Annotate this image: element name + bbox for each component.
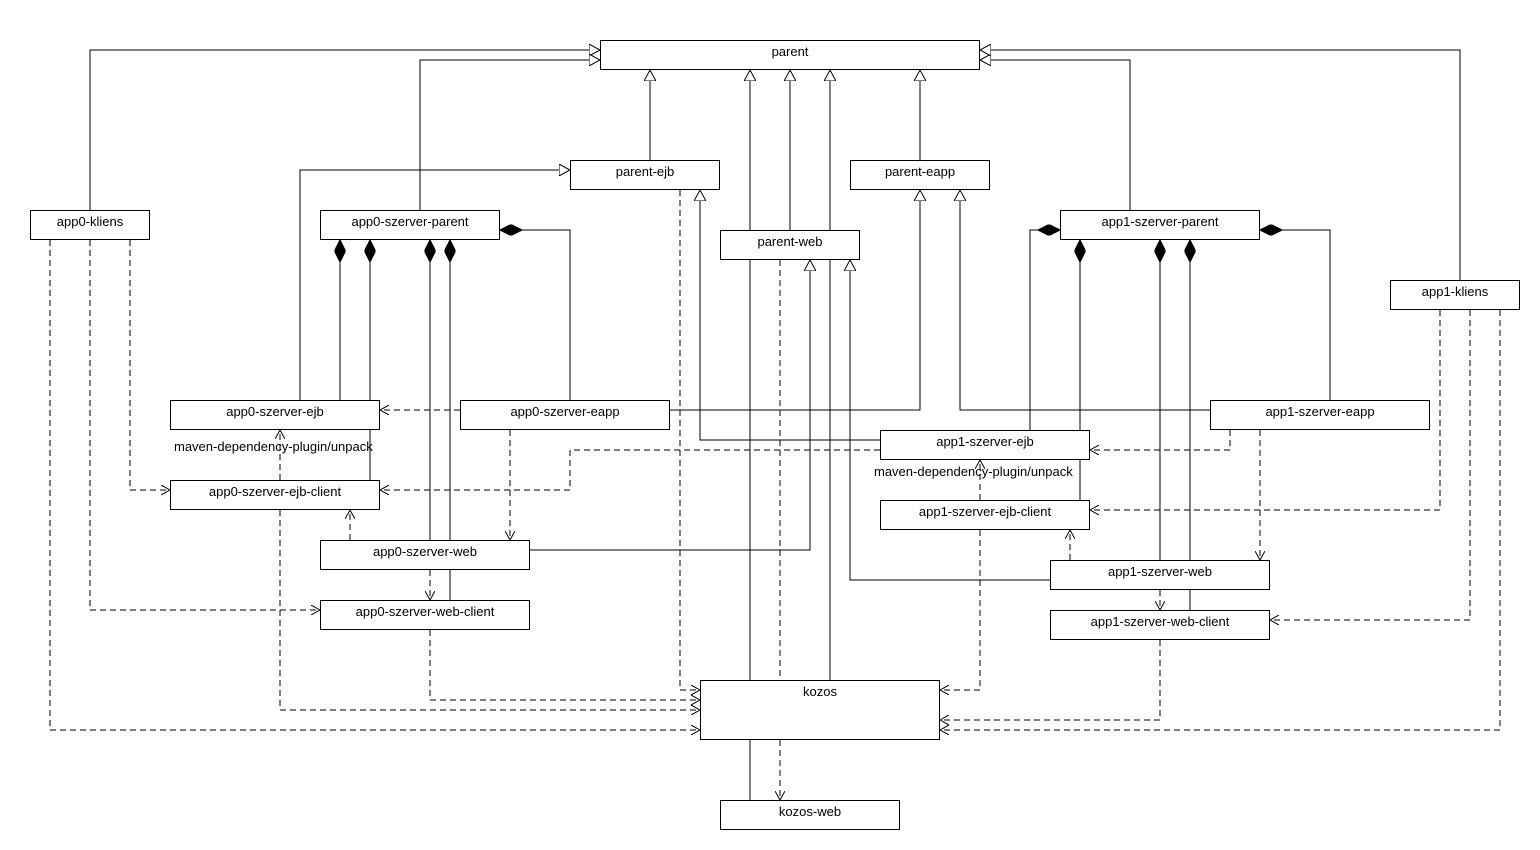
- edge-app1-kliens-dep-kozos: [940, 310, 1501, 730]
- edge-app0-szerver-eapp-to-parent-eapp: [670, 190, 920, 411]
- edge-app1-szerver-web-to-parent-web: [850, 260, 1050, 581]
- edge-app1-szerver-eapp-to-parent-eapp: [960, 190, 1210, 411]
- edge-app1-ejb-dep-app0-ejb-client: [380, 449, 880, 490]
- node-app1-kliens[interactable]: app1-kliens: [1390, 280, 1520, 310]
- node-label: app0-szerver-web: [372, 544, 478, 559]
- node-parent[interactable]: parent: [600, 40, 980, 70]
- edge-app0-kliens-dep-ejb-client: [129, 240, 170, 490]
- edge-app0-kliens-dep-kozos: [49, 240, 700, 730]
- node-parent-eapp[interactable]: parent-eapp: [850, 160, 990, 190]
- node-label: parent-web: [757, 234, 823, 249]
- edge-app0-ejb-client-dep-kozos: [279, 510, 700, 710]
- node-label: app0-szerver-ejb-client: [208, 484, 342, 499]
- edge-app0-kliens-to-parent: [89, 50, 600, 210]
- app0-unpack-note: maven-dependency-plugin/unpack: [174, 439, 373, 454]
- edge-parent-ejb-dep-kozos: [679, 190, 700, 690]
- node-label: parent-ejb: [615, 164, 675, 179]
- node-app0-szerver-web-client[interactable]: app0-szerver-web-client: [320, 600, 530, 630]
- node-app0-szerver-web[interactable]: app0-szerver-web: [320, 540, 530, 570]
- node-label: app1-szerver-eapp: [1265, 404, 1375, 419]
- node-label: app0-szerver-parent: [351, 214, 469, 229]
- node-app1-szerver-parent[interactable]: app1-szerver-parent: [1060, 210, 1260, 240]
- node-label: app1-kliens: [1421, 284, 1489, 299]
- node-label: app1-szerver-ejb: [936, 434, 1034, 449]
- node-app1-szerver-eapp[interactable]: app1-szerver-eapp: [1210, 400, 1430, 430]
- node-app0-szerver-ejb-client[interactable]: app0-szerver-ejb-client: [170, 480, 380, 510]
- edge-app1-kliens-dep-web-client: [1270, 310, 1471, 620]
- edge-app1-kliens-dep-ejb-client: [1090, 310, 1441, 510]
- node-app1-szerver-ejb-client[interactable]: app1-szerver-ejb-client: [880, 500, 1090, 530]
- node-app0-szerver-parent[interactable]: app0-szerver-parent: [320, 210, 500, 240]
- node-app1-szerver-web-client[interactable]: app1-szerver-web-client: [1050, 610, 1270, 640]
- edge-app0-szerver-web-to-parent-web: [530, 260, 810, 551]
- node-label: app1-szerver-web-client: [1090, 614, 1230, 629]
- node-label: app1-szerver-parent: [1101, 214, 1219, 229]
- node-app0-kliens[interactable]: app0-kliens: [30, 210, 150, 240]
- edge-app1-szerver-ejb-to-parent-ejb: [700, 190, 880, 441]
- node-label: kozos-web: [778, 804, 842, 819]
- edge-app0-kliens-dep-web-client: [89, 240, 320, 610]
- node-kozos[interactable]: kozos: [700, 680, 940, 740]
- node-label: app0-szerver-web-client: [355, 604, 495, 619]
- edge-app1-web-client-dep-kozos: [940, 640, 1161, 720]
- node-app0-szerver-ejb[interactable]: app0-szerver-ejb: [170, 400, 380, 430]
- node-label: app1-szerver-web: [1107, 564, 1213, 579]
- node-app1-szerver-ejb[interactable]: app1-szerver-ejb: [880, 430, 1090, 460]
- edge-app1-ejb-client-dep-kozos: [940, 530, 981, 690]
- node-label: app0-szerver-eapp: [510, 404, 620, 419]
- node-label: app1-szerver-ejb-client: [918, 504, 1052, 519]
- node-label: parent-eapp: [884, 164, 956, 179]
- edge-app1-eapp-dep-ejb: [1090, 430, 1231, 450]
- edge-app0-szerver-ejb-to-parent-ejb: [299, 170, 570, 400]
- node-label: app0-szerver-ejb: [226, 404, 324, 419]
- node-label: kozos: [803, 684, 837, 699]
- app1-unpack-note: maven-dependency-plugin/unpack: [874, 464, 1073, 479]
- edge-app1-parent-has-ejb: [1029, 230, 1060, 430]
- edge-app1-szerver-parent-to-parent: [980, 60, 1131, 210]
- edge-app1-parent-has-eapp: [1260, 230, 1331, 400]
- node-label: parent: [771, 44, 809, 59]
- edge-app1-kliens-to-parent: [980, 50, 1461, 280]
- edge-app0-parent-has-eapp: [500, 230, 571, 400]
- node-app1-szerver-web[interactable]: app1-szerver-web: [1050, 560, 1270, 590]
- edge-app0-web-client-dep-kozos: [429, 630, 700, 700]
- node-label: app0-kliens: [56, 214, 124, 229]
- node-parent-web[interactable]: parent-web: [720, 230, 860, 260]
- edge-app0-szerver-parent-to-parent: [419, 60, 600, 210]
- node-kozos-web[interactable]: kozos-web: [720, 800, 900, 830]
- node-app0-szerver-eapp[interactable]: app0-szerver-eapp: [460, 400, 670, 430]
- node-parent-ejb[interactable]: parent-ejb: [570, 160, 720, 190]
